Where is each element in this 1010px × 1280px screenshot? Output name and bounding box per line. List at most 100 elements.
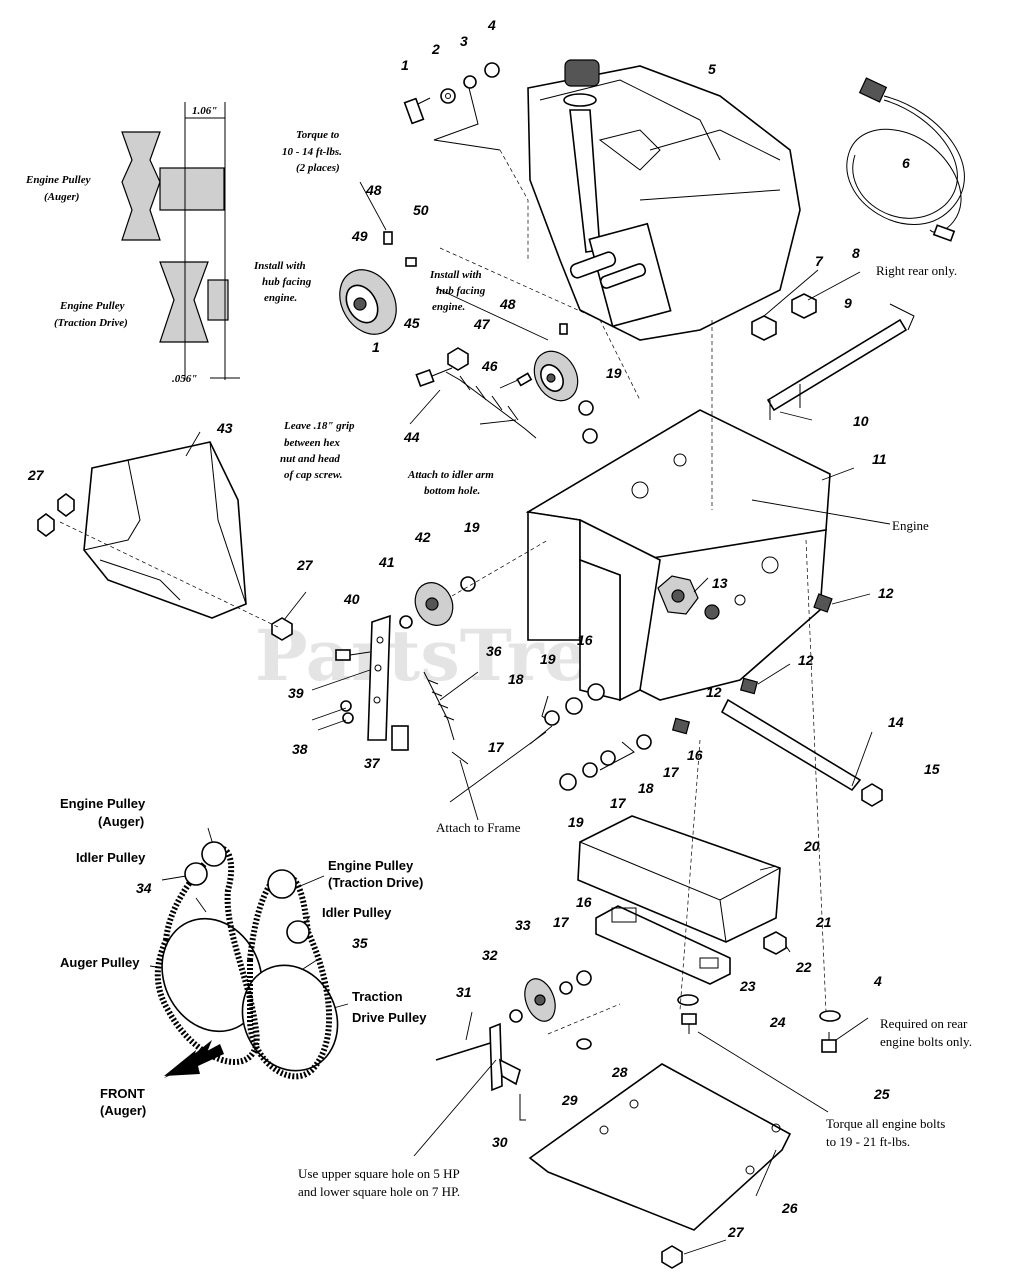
engine-pulley-auger-detail: [121, 131, 225, 241]
callout-37: 37: [364, 755, 381, 771]
leader-lines: [149, 181, 891, 1255]
callout-44: 44: [403, 429, 420, 445]
centerline-e: [805, 539, 827, 1013]
callout-35: 35: [352, 935, 368, 951]
callout-48b: 48: [499, 296, 516, 312]
bumper-12a: [813, 593, 833, 613]
belt-label-front-1: FRONT: [100, 1086, 145, 1101]
note-attach-frame: Attach to Frame: [436, 820, 521, 835]
centerline-a: [499, 149, 529, 262]
key-50: [405, 257, 417, 267]
key-48b: [559, 323, 568, 335]
bolt-40: [335, 649, 371, 661]
nut-16c: [576, 970, 592, 986]
callout-34: 34: [136, 880, 152, 896]
callout-25: 25: [873, 1086, 890, 1102]
screw-21: [763, 931, 787, 955]
callout-23: 23: [739, 978, 756, 994]
callout-46: 46: [481, 358, 498, 374]
note-torque-pulley-1: Torque to: [296, 129, 340, 141]
pulley-47: [533, 350, 579, 402]
note-square-hole-2: and lower square hole on 7 HP.: [298, 1184, 460, 1199]
callout-27b: 27: [296, 557, 314, 573]
pan-20: [577, 815, 781, 943]
callout-16b: 16: [687, 747, 703, 763]
note-install-hub-2a: Install with: [429, 269, 482, 281]
label-engine-pulley-auger-1: Engine Pulley: [25, 174, 91, 186]
engine-pulley-49: [339, 269, 397, 335]
callout-8: 8: [852, 245, 860, 261]
callout-2: 2: [431, 41, 440, 57]
callout-31: 31: [456, 984, 472, 1000]
washer-23: [677, 994, 699, 1006]
callout-3: 3: [460, 33, 468, 49]
callout-16a: 16: [577, 632, 593, 648]
centerline-d: [679, 739, 701, 1011]
nut-19b: [582, 428, 598, 444]
callout-19b: 19: [464, 519, 480, 535]
belt-label-engine-pulley-auger-2: (Auger): [98, 814, 144, 829]
bracket-22: [595, 905, 731, 985]
callout-19a: 19: [606, 365, 622, 381]
callout-5: 5: [708, 61, 716, 77]
callout-39: 39: [288, 685, 304, 701]
callout-32: 32: [482, 947, 498, 963]
note-leave-grip-3: nut and head: [280, 453, 340, 465]
pin-29: [519, 1094, 526, 1121]
centerline-g: [451, 539, 549, 597]
label-engine-pulley-traction-2: (Traction Drive): [54, 317, 128, 329]
callout-18a: 18: [508, 671, 524, 687]
centerline-b: [439, 247, 641, 401]
callout-21: 21: [815, 914, 832, 930]
nut-19a: [578, 400, 594, 416]
note-right-rear: Right rear only.: [876, 263, 957, 278]
callout-12a: 12: [878, 585, 894, 601]
screw-38b: [342, 712, 354, 724]
washer-17a: [544, 710, 560, 726]
callout-41: 41: [378, 554, 395, 570]
callout-4-top: 4: [487, 17, 496, 33]
screw-27b: [37, 513, 55, 537]
cap-screw-1-lower: [415, 367, 453, 388]
callout-9: 9: [844, 295, 852, 311]
nut-19d: [565, 697, 583, 715]
note-required-rear-1: Required on rear: [880, 1016, 968, 1031]
ring-3: [463, 75, 477, 89]
screw-27d: [661, 1245, 683, 1269]
screw-27a: [57, 493, 75, 517]
rod-3: [433, 83, 501, 151]
note-attach-idler-1: Attach to idler arm: [407, 469, 494, 481]
spacer-41: [399, 615, 413, 629]
nut-16b: [636, 734, 652, 750]
spacer-32: [509, 1009, 523, 1023]
washer-17b: [582, 762, 598, 778]
pulley-13: [657, 575, 699, 615]
callout-26: 26: [781, 1200, 798, 1216]
callout-7: 7: [815, 253, 824, 269]
washer-17d: [559, 981, 573, 995]
electric-cord-6: [846, 77, 965, 242]
plate-26: [528, 1063, 792, 1231]
note-install-hub-2b: hub facing: [436, 285, 486, 297]
note-install-hub-1a: Install with: [253, 260, 306, 272]
note-torque-pulley-2: 10 - 14 ft-lbs.: [282, 146, 342, 158]
belt-label-engine-pulley-traction-2: (Traction Drive): [328, 875, 423, 890]
callout-24: 24: [769, 1014, 786, 1030]
pulley-42: [414, 582, 454, 626]
note-leave-grip-4: of cap screw.: [284, 469, 343, 481]
nut-7: [751, 315, 777, 341]
note-required-rear-2: engine bolts only.: [880, 1034, 972, 1049]
lock-washer-4: [484, 62, 500, 78]
callout-12b: 12: [798, 652, 814, 668]
key-48a: [383, 231, 393, 245]
callout-36: 36: [486, 643, 502, 659]
callout-28: 28: [611, 1064, 628, 1080]
belt-label-engine-pulley-auger-1: Engine Pulley: [60, 796, 146, 811]
callout-38: 38: [292, 741, 308, 757]
nut-19e: [559, 773, 577, 791]
callout-30: 30: [492, 1134, 508, 1150]
callout-33: 33: [515, 917, 531, 933]
callout-1-top: 1: [401, 57, 409, 73]
washer-2: [440, 88, 456, 104]
spring-18b: [599, 741, 635, 771]
